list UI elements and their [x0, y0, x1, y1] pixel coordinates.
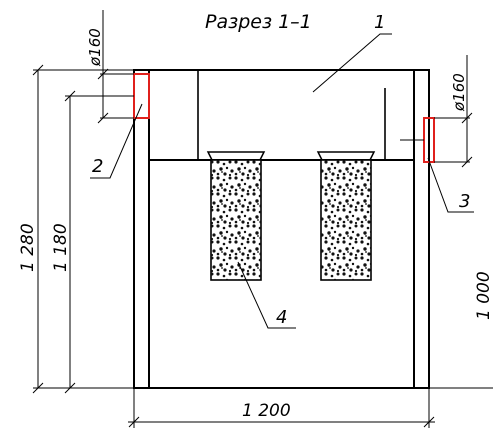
filter-cartridge-left [206, 151, 266, 281]
dim-outlet-diameter: ø160 [450, 73, 468, 112]
callout-3: 3 [459, 191, 470, 212]
filter-cartridge-right [316, 151, 376, 281]
tank-body [133, 69, 430, 389]
leader-lines [90, 33, 474, 329]
dim-width: 1 200 [242, 401, 291, 421]
dim-height-right: 1 000 [474, 271, 493, 320]
dim-height-total: 1 280 [18, 223, 38, 272]
internal-partitions [149, 70, 414, 161]
section-title: Разрез 1–1 [205, 11, 312, 33]
callout-4: 4 [276, 307, 287, 328]
dim-inlet-diameter: ø160 [86, 28, 104, 67]
callout-1: 1 [374, 12, 385, 33]
callout-2: 2 [92, 156, 103, 177]
dim-height-inner: 1 180 [51, 223, 71, 272]
dimension-lines [32, 10, 493, 428]
inlet-pipe [133, 73, 150, 119]
